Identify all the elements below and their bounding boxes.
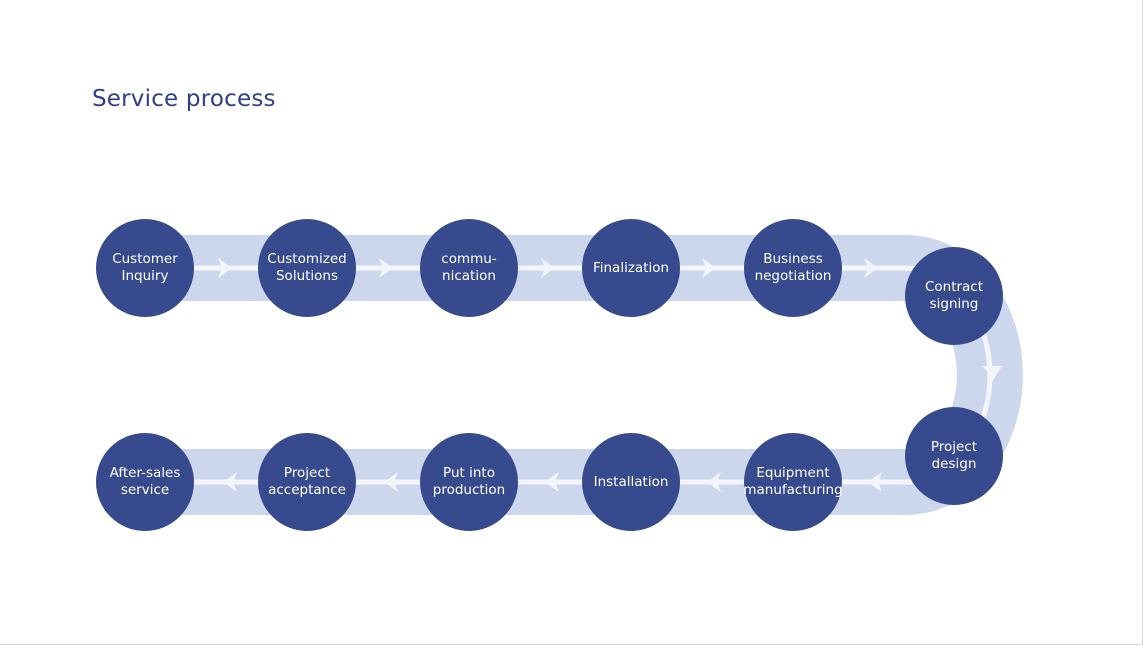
arrow-right-icon: [702, 258, 716, 278]
step-project-design: Project design: [905, 407, 1003, 505]
step-label: Customer Inquiry: [112, 251, 178, 284]
step-customer-inquiry: Customer Inquiry: [96, 219, 194, 317]
step-label: Put into production: [432, 465, 506, 498]
step-customized-solutions: Customized Solutions: [258, 219, 356, 317]
arrow-left-icon: [545, 472, 559, 492]
step-finalization: Finalization: [582, 219, 680, 317]
step-label: After-sales service: [109, 465, 181, 498]
step-business-negotiation: Business negotiation: [744, 219, 842, 317]
step-after-sales-service: After-sales service: [96, 433, 194, 531]
arrow-right-icon: [379, 258, 393, 278]
step-project-acceptance: Project acceptance: [258, 433, 356, 531]
step-label: Customized Solutions: [267, 251, 347, 284]
step-contract-signing: Contract signing: [905, 247, 1003, 345]
arrow-right-icon: [218, 258, 232, 278]
arrow-right-icon: [541, 258, 555, 278]
step-label: Business negotiation: [754, 251, 832, 284]
arrow-left-icon: [384, 472, 398, 492]
arrow-left-icon: [868, 472, 882, 492]
step-label: Contract signing: [924, 279, 984, 312]
arrow-right-icon: [864, 258, 878, 278]
step-label: Equipment manufacturing: [743, 465, 843, 498]
step-equipment-manufacturing: Equipment manufacturing: [743, 433, 843, 531]
step-label: Installation: [593, 473, 669, 490]
arrow-left-icon: [223, 472, 237, 492]
arrow-down-icon: [982, 366, 1002, 382]
step-label: commu- nication: [441, 251, 497, 284]
slide-title: Service process: [92, 86, 276, 112]
step-label: Project design: [930, 439, 978, 472]
arrow-left-icon: [707, 472, 721, 492]
step-installation: Installation: [582, 433, 680, 531]
step-put-into-production: Put into production: [420, 433, 518, 531]
step-label: Finalization: [592, 259, 670, 276]
step-label: Project acceptance: [268, 465, 346, 498]
step-communication: commu- nication: [420, 219, 518, 317]
